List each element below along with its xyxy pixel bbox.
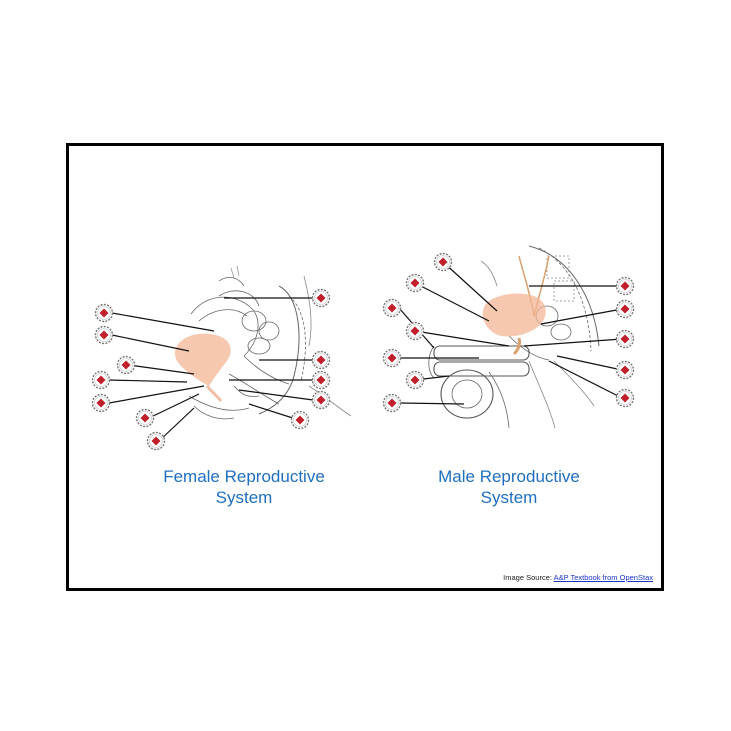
hotspot-marker-icon[interactable] (615, 388, 635, 408)
female-system-title: Female Reproductive System (134, 466, 354, 508)
male-title-line2: System (480, 488, 538, 507)
hotspot-marker-icon[interactable] (382, 298, 402, 318)
male-bladder-highlight (482, 293, 546, 337)
hotspot-marker-icon[interactable] (146, 431, 166, 451)
hotspot-marker-icon[interactable] (615, 360, 635, 380)
hotspot-marker-icon[interactable] (290, 410, 310, 430)
hotspot-marker-icon[interactable] (311, 390, 331, 410)
hotspot-marker-icon[interactable] (405, 273, 425, 293)
hotspot-marker-icon[interactable] (311, 288, 331, 308)
female-leader-lines (108, 297, 314, 442)
male-leader-lines (398, 261, 623, 405)
hotspot-marker-icon[interactable] (91, 370, 111, 390)
hotspot-marker-icon[interactable] (382, 348, 402, 368)
openstax-source-link[interactable]: A&P Textbook from OpenStax (553, 573, 653, 582)
hotspot-marker-icon[interactable] (311, 350, 331, 370)
anatomy-diagram (91, 245, 635, 451)
slide: Female Reproductive System Male Reproduc… (66, 143, 664, 591)
image-source-credit: Image Source: A&P Textbook from OpenStax (503, 573, 653, 582)
hotspot-marker-icon[interactable] (311, 370, 331, 390)
female-title-line2: System (215, 488, 273, 507)
hotspot-marker-icon[interactable] (433, 252, 453, 272)
female-title-line1: Female Reproductive (163, 467, 325, 486)
hotspot-marker-icon[interactable] (615, 299, 635, 319)
hotspot-marker-icon[interactable] (405, 370, 425, 390)
hotspot-marker-icon[interactable] (135, 408, 155, 428)
hotspot-marker-icon[interactable] (405, 321, 425, 341)
source-prefix: Image Source: (503, 573, 554, 582)
hotspot-marker-icon[interactable] (382, 393, 402, 413)
female-anatomy-illustration (188, 265, 352, 420)
hotspot-marker-icon[interactable] (615, 329, 635, 349)
hotspot-marker-icon[interactable] (615, 276, 635, 296)
hotspot-marker-icon[interactable] (94, 325, 114, 345)
hotspot-marker-icon[interactable] (94, 303, 114, 323)
hotspot-marker-icon[interactable] (91, 393, 111, 413)
male-system-title: Male Reproductive System (399, 466, 619, 508)
female-uterus-highlight (174, 333, 231, 386)
male-title-line1: Male Reproductive (438, 467, 580, 486)
hotspot-marker-icon[interactable] (116, 355, 136, 375)
